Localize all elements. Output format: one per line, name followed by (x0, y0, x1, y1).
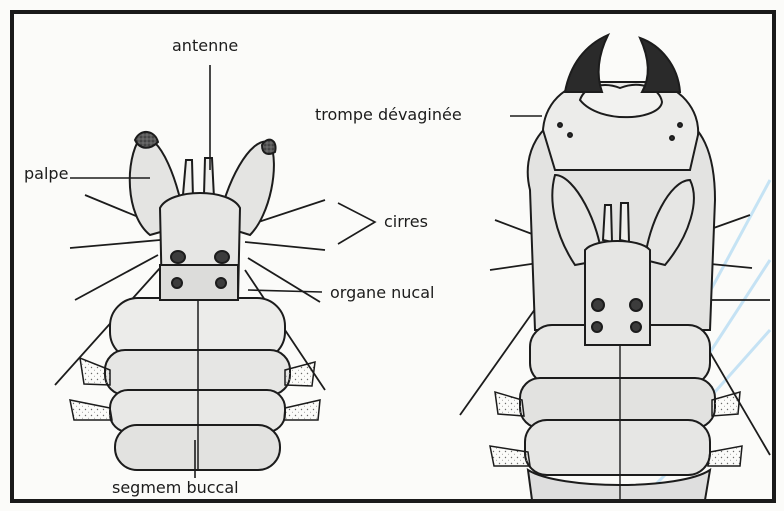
label-cirres: cirres (384, 214, 428, 230)
label-palpe: palpe (24, 166, 68, 182)
label-antenne: antenne (172, 38, 238, 54)
left-worm-drawing (55, 132, 325, 470)
label-trompe-devaginee: trompe dévaginée (315, 107, 462, 123)
label-segment-buccal: segmem buccal (112, 480, 239, 496)
leader-cirres (338, 203, 375, 244)
right-worm-head (585, 241, 650, 345)
label-organe-nucal: organe nucal (330, 285, 434, 301)
right-worm-proboscis (543, 82, 698, 170)
left-worm-body (105, 298, 290, 470)
left-worm-head (160, 193, 240, 300)
